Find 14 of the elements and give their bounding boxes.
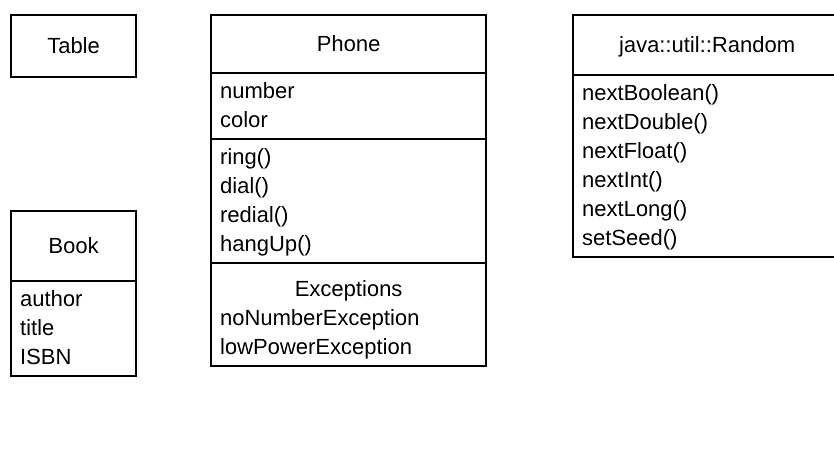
class-name: Table — [47, 32, 100, 60]
exception-list: noNumberException lowPowerException — [220, 303, 420, 361]
class-box — [572, 14, 834, 258]
member-list: author title ISBN — [20, 284, 82, 371]
class-name: java::util::Random — [618, 30, 796, 58]
class-box — [210, 14, 487, 367]
member-list: nextBoolean() nextDouble() nextFloat() nextInt() nextLong() setSeed() — [582, 78, 719, 252]
class-name: Book — [48, 232, 99, 260]
section-heading: Exceptions — [294, 275, 402, 303]
class-box — [10, 210, 137, 377]
class-name: Phone — [316, 30, 380, 58]
member-list: ring() dial() redial() hangUp() — [220, 142, 312, 258]
class-box — [10, 14, 137, 78]
member-list: number color — [220, 76, 295, 134]
